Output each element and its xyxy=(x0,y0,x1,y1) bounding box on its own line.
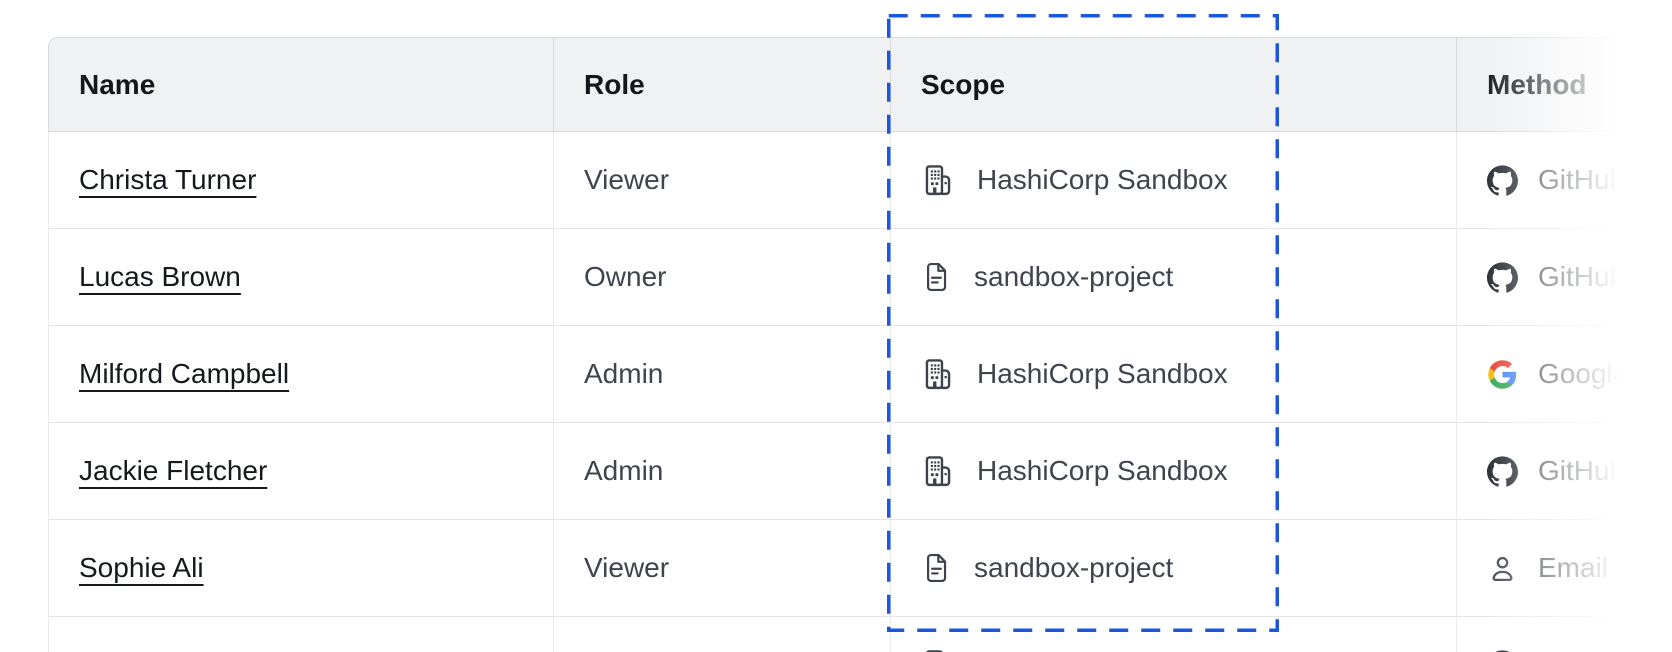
method-label: GitHub xyxy=(1538,455,1626,486)
scope-icon-wrap xyxy=(921,648,955,652)
column-header-role: Role xyxy=(553,38,890,131)
org-building-icon xyxy=(925,359,951,390)
name-cell: Christa Turner xyxy=(49,132,553,228)
scope-icon-wrap xyxy=(921,454,955,488)
scope-cell: sandbox-project xyxy=(890,229,1456,325)
table-row: Lucas Brown Owner sandbox-project GitHub xyxy=(49,229,1672,326)
column-header-name: Name xyxy=(79,68,156,100)
method-label: GitHub xyxy=(1538,261,1626,292)
method-cell: Google xyxy=(1456,326,1672,422)
role-cell: Viewer xyxy=(553,520,890,616)
scope-cell: HashiCorp Sandbox xyxy=(890,326,1456,422)
scope-icon-wrap xyxy=(921,551,952,585)
scope-cell xyxy=(890,617,1456,652)
scope-icon-wrap xyxy=(921,357,955,391)
method-label: Google xyxy=(1538,358,1629,389)
name-cell: Sophie Ali xyxy=(49,520,553,616)
method-cell: Email xyxy=(1456,520,1672,616)
name-cell: Jackie Fletcher xyxy=(49,423,553,519)
method-label: Email xyxy=(1538,552,1609,583)
table-row: Christa Turner Viewer HashiCorp Sandbox G… xyxy=(49,132,1672,229)
method-icon-wrap xyxy=(1487,261,1518,293)
scope-cell: sandbox-project xyxy=(890,520,1456,616)
org-building-icon xyxy=(926,650,943,652)
scope-cell: HashiCorp Sandbox xyxy=(890,423,1456,519)
github-icon xyxy=(1487,164,1518,196)
scope-label: sandbox-project xyxy=(974,552,1174,583)
file-text-icon xyxy=(927,262,947,292)
scope-cell: HashiCorp Sandbox xyxy=(890,132,1456,228)
method-cell: GitHub xyxy=(1456,229,1672,325)
member-name-link[interactable]: Milford Campbell xyxy=(79,358,290,389)
method-label: GitHub xyxy=(1538,164,1626,195)
method-icon-wrap xyxy=(1487,164,1518,196)
role-cell: Admin xyxy=(553,326,890,422)
scope-icon-wrap xyxy=(921,163,955,197)
org-building-icon xyxy=(925,165,951,196)
method-cell: GitHub xyxy=(1456,132,1672,228)
github-icon xyxy=(1487,261,1518,293)
table-row: Sophie Ali Viewer sandbox-project Email xyxy=(49,520,1672,617)
method-cell: GitHub xyxy=(1456,423,1672,519)
table-row: Jackie Fletcher Admin HashiCorp Sandbox G… xyxy=(49,423,1672,520)
role-cell: Admin xyxy=(553,423,890,519)
method-icon-wrap xyxy=(1487,359,1518,390)
file-text-icon xyxy=(927,553,947,583)
scope-icon-wrap xyxy=(921,260,952,294)
method-icon-wrap xyxy=(1487,553,1518,584)
member-name-link[interactable]: Jackie Fletcher xyxy=(79,455,268,486)
table-header-row: Name Role Scope Method xyxy=(48,37,1672,132)
org-building-icon xyxy=(925,456,951,487)
column-header-scope: Scope xyxy=(890,38,1456,131)
method-cell xyxy=(1456,617,1672,652)
member-name-link[interactable]: Lucas Brown xyxy=(79,261,241,292)
scope-label: HashiCorp Sandbox xyxy=(977,164,1228,195)
name-cell: Milford Campbell xyxy=(49,326,553,422)
role-cell xyxy=(553,617,890,652)
scope-label: HashiCorp Sandbox xyxy=(977,455,1228,486)
google-icon xyxy=(1488,359,1517,389)
scope-label: sandbox-project xyxy=(974,261,1174,292)
member-name-link[interactable]: Christa Turner xyxy=(79,164,257,195)
user-icon xyxy=(1492,556,1513,581)
table-row xyxy=(49,617,1672,652)
scope-label: HashiCorp Sandbox xyxy=(977,358,1228,389)
name-cell xyxy=(49,617,553,652)
role-cell: Owner xyxy=(553,229,890,325)
name-cell: Lucas Brown xyxy=(49,229,553,325)
member-name-link[interactable]: Sophie Ali xyxy=(79,552,204,583)
github-icon xyxy=(1487,455,1518,487)
role-cell: Viewer xyxy=(553,132,890,228)
method-icon-wrap xyxy=(1487,455,1518,487)
column-header-method: Method xyxy=(1456,38,1672,131)
